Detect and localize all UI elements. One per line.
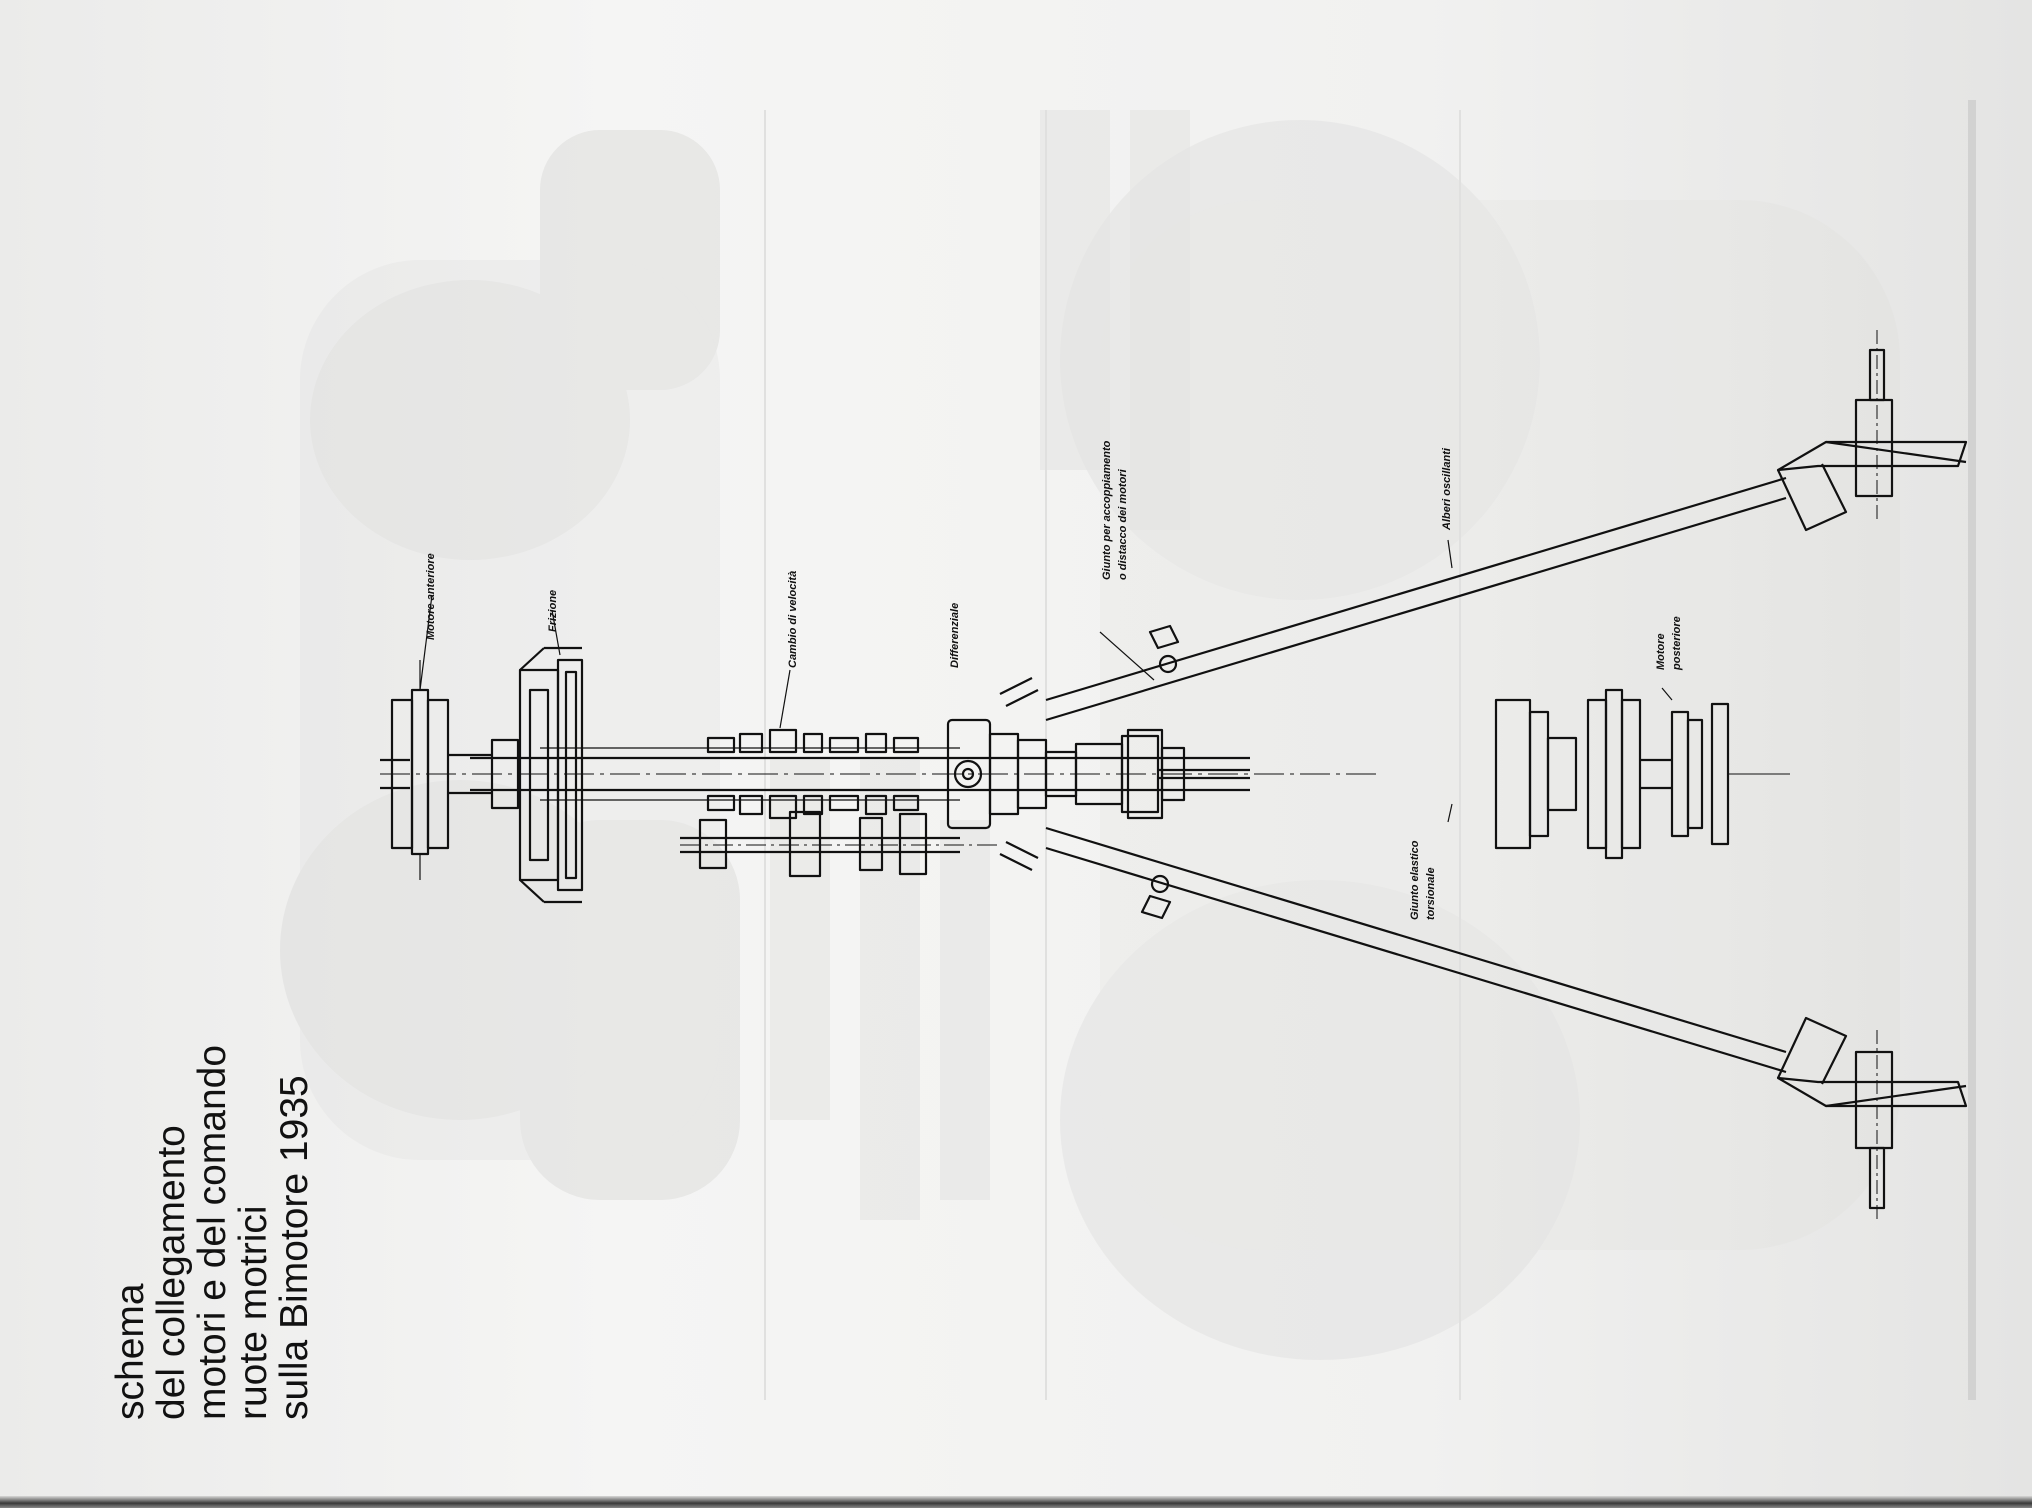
gearbox [680,728,1000,878]
label-coupling-2: o distacco dei motori [1117,468,1129,580]
label-front-engine: Motore anteriore [425,553,437,640]
rear-hub-right [1776,1016,1968,1220]
label-gearbox: Cambio di velocità [787,571,799,668]
page-edge-bottom [0,1496,2032,1508]
coupling-joint [1126,728,1186,820]
rear-engine [1586,688,1790,860]
label-elastic-joint-1: Giunto elastico [1409,840,1421,920]
swing-axles [1045,476,1787,1074]
elastic-joint [1494,698,1578,850]
leader-lines [419,539,1673,823]
clutch [518,646,584,904]
label-differential: Differenziale [949,603,961,668]
differential [946,677,1250,871]
label-rear-engine-1: Motore [1655,633,1667,670]
front-engine-flywheel [390,660,520,880]
page-edge-right [1968,100,1976,1400]
label-elastic-joint-2: torsionale [1425,867,1437,920]
label-clutch: Frizione [547,590,559,632]
label-coupling-1: Giunto per accoppiamento [1101,440,1113,580]
label-rear-engine-2: posteriore [1671,616,1683,671]
main-shaft [380,747,1380,801]
rear-hub-left [1776,330,1968,532]
label-swing-axles: Alberi oscillanti [1441,447,1453,531]
